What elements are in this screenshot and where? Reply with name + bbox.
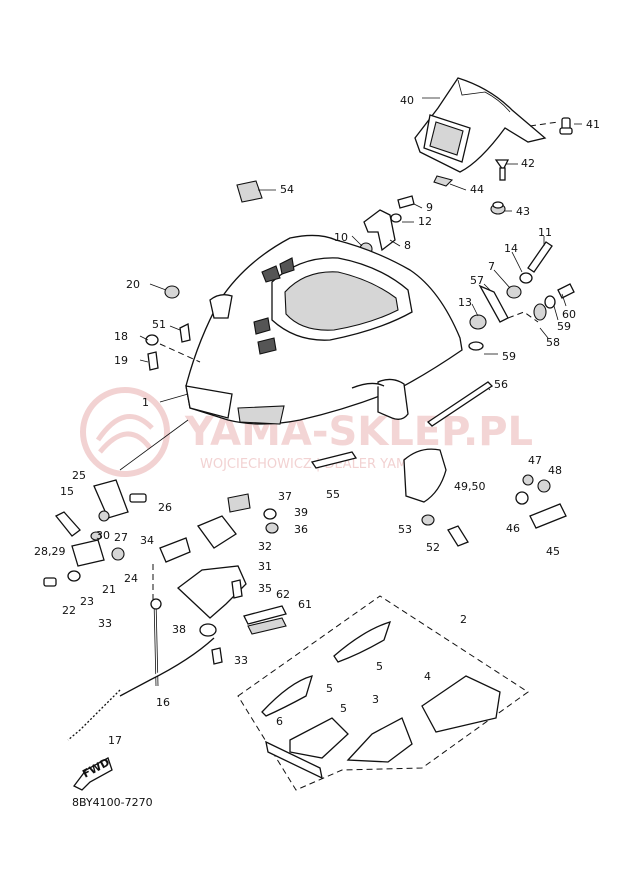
switch-bracket-parts: [43, 479, 147, 587]
callout-12: 12: [418, 215, 432, 228]
callout-52: 52: [426, 541, 440, 554]
callout-53: 53: [398, 523, 412, 536]
watermark-logo-swoosh: [95, 414, 154, 454]
callout-33-left: 33: [98, 617, 112, 630]
callout-60: 60: [562, 308, 576, 321]
callout-35: 35: [258, 582, 272, 595]
callout-15: 15: [60, 485, 74, 498]
forward-arrow-icon: FWD: [73, 756, 113, 791]
headlight-housing-part: [414, 77, 547, 173]
callout-31: 31: [258, 560, 272, 573]
callout-42: 42: [521, 157, 535, 170]
callout-44: 44: [470, 183, 484, 196]
diagram-code: 8BY4100-7270: [72, 796, 153, 809]
callout-21: 21: [102, 583, 116, 596]
callout-38: 38: [172, 623, 186, 636]
callout-20: 20: [126, 278, 140, 291]
callout-54: 54: [280, 183, 294, 196]
callout-33-right: 33: [234, 654, 248, 667]
callout-57: 57: [470, 274, 484, 287]
trim-strip-56-part: [426, 381, 494, 427]
callout-32: 32: [258, 540, 272, 553]
callout-47: 47: [528, 454, 542, 467]
clip-44-part: [433, 175, 454, 187]
callout-6: 6: [276, 715, 283, 728]
watermark-logo-icon: [80, 387, 170, 477]
callout-8: 8: [404, 239, 411, 252]
callout-4: 4: [424, 670, 431, 683]
callout-14: 14: [504, 242, 518, 255]
callout-17: 17: [108, 734, 122, 747]
fasteners-52-53: [421, 514, 469, 547]
callout-22: 22: [62, 604, 76, 617]
callout-9: 9: [426, 201, 433, 214]
callout-43: 43: [516, 205, 530, 218]
callout-28-29: 28,29: [34, 545, 66, 558]
small-parts-45-48: [515, 474, 567, 529]
leader-lines: [119, 97, 582, 471]
grommet-43-part: [490, 201, 506, 215]
decal-kit-group: [237, 595, 529, 791]
callout-36: 36: [294, 523, 308, 536]
callout-2: 2: [460, 613, 467, 626]
left-hardware-parts: [145, 285, 201, 371]
callout-55: 55: [326, 488, 340, 501]
callout-56: 56: [494, 378, 508, 391]
hood-main-part: [185, 234, 463, 425]
callout-39: 39: [294, 506, 308, 519]
callout-labels: 40 41 42 43 44 54 9 12 10 8 11 14 7 57 1…: [34, 94, 600, 809]
callout-49-50: 49,50: [454, 480, 486, 493]
center-bracket-parts: [159, 493, 287, 665]
callout-37: 37: [278, 490, 292, 503]
callout-1: 1: [142, 396, 149, 409]
callout-30: 30: [96, 529, 110, 542]
callout-11: 11: [538, 226, 552, 239]
callout-40: 40: [400, 94, 414, 107]
cable-16-17-parts: [67, 564, 215, 741]
bolt-41-part: [529, 117, 573, 135]
callout-41: 41: [586, 118, 600, 131]
callout-46: 46: [506, 522, 520, 535]
callout-51: 51: [152, 318, 166, 331]
bracket-8-part: [359, 195, 415, 256]
callout-59-upper: 59: [557, 320, 571, 333]
callout-24: 24: [124, 572, 138, 585]
callout-3: 3: [372, 693, 379, 706]
callout-5-mid: 5: [326, 682, 333, 695]
pad-54-part: [236, 180, 263, 203]
callout-25: 25: [72, 469, 86, 482]
cover-49-50-part: [403, 448, 447, 503]
callout-45: 45: [546, 545, 560, 558]
callout-23: 23: [80, 595, 94, 608]
callout-62: 62: [276, 588, 290, 601]
screw-42-part: [494, 159, 510, 181]
callout-26: 26: [158, 501, 172, 514]
callout-59-lower: 59: [502, 350, 516, 363]
callout-18: 18: [114, 330, 128, 343]
callout-48: 48: [548, 464, 562, 477]
callout-27: 27: [114, 531, 128, 544]
callout-34: 34: [140, 534, 154, 547]
callout-58: 58: [546, 336, 560, 349]
trim-strip-55-part: [310, 451, 358, 469]
callout-10: 10: [334, 231, 348, 244]
callout-61: 61: [298, 598, 312, 611]
callout-13: 13: [458, 296, 472, 309]
right-hardware-parts: [468, 241, 575, 351]
callout-5-bottom: 5: [340, 702, 347, 715]
callout-19: 19: [114, 354, 128, 367]
callout-5-top: 5: [376, 660, 383, 673]
callout-7: 7: [488, 260, 495, 273]
callout-16: 16: [156, 696, 170, 709]
